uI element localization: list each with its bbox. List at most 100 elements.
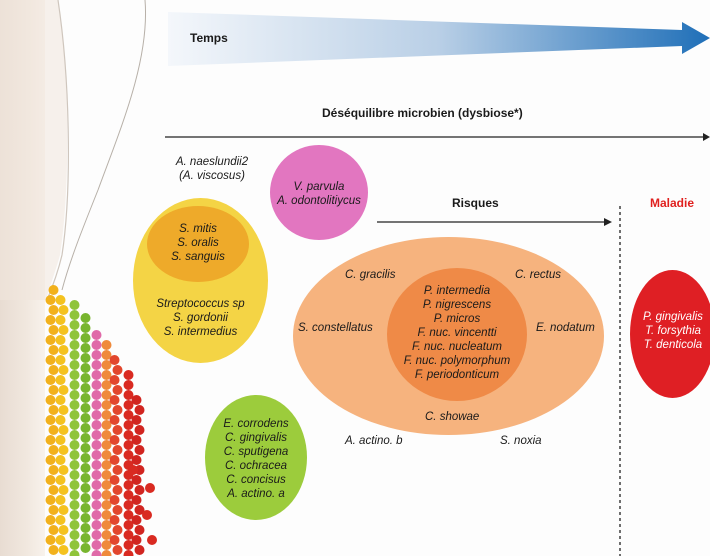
bacterium-sphere <box>91 430 102 440</box>
bacterium-sphere <box>55 415 66 425</box>
species-label: S. gordonii <box>173 312 228 324</box>
bacterium-sphere <box>91 470 102 480</box>
bacterium-sphere <box>45 315 56 325</box>
bacterium-sphere <box>91 520 102 530</box>
bacterium-sphere <box>80 533 91 543</box>
bacterium-sphere <box>101 540 112 550</box>
bacterium-sphere <box>101 420 112 430</box>
bacterium-sphere <box>69 410 80 420</box>
bacterium-sphere <box>58 505 69 515</box>
species-label: C. ochracea <box>224 460 287 472</box>
bacterium-sphere <box>101 340 112 350</box>
species-label: T. forsythia <box>645 325 701 337</box>
bacterium-sphere <box>123 530 134 540</box>
bacterium-sphere <box>91 360 102 370</box>
bacterium-sphere <box>69 310 80 320</box>
species-label: (A. viscosus) <box>179 170 245 182</box>
bacterium-sphere <box>69 380 80 390</box>
bacterium-sphere <box>55 475 66 485</box>
bacterium-sphere <box>123 370 134 380</box>
bacterium-sphere <box>101 450 112 460</box>
bacterium-sphere <box>101 370 112 380</box>
bacterium-sphere <box>69 420 80 430</box>
bacterium-sphere <box>55 355 66 365</box>
bacterium-sphere <box>80 523 91 533</box>
bacterium-sphere <box>131 495 142 505</box>
bacterium-sphere <box>131 455 142 465</box>
species-label: C. sputigena <box>223 446 289 458</box>
bacterium-sphere <box>91 500 102 510</box>
species-label: A. odontolitiycus <box>277 195 361 207</box>
bacterium-sphere <box>101 530 112 540</box>
bacterium-sphere <box>91 550 102 556</box>
bacterium-sphere <box>80 373 91 383</box>
bacterium-sphere <box>91 330 102 340</box>
bacterium-sphere <box>69 520 80 530</box>
bacterium-sphere <box>80 423 91 433</box>
bacterium-sphere <box>101 390 112 400</box>
bacterium-sphere <box>80 353 91 363</box>
bacterium-sphere <box>101 350 112 360</box>
yellow-inner-labels: S. mitis S. oralis S. sanguis <box>147 222 249 264</box>
time-arrow <box>168 12 710 66</box>
bacterium-sphere <box>123 520 134 530</box>
bacterium-sphere <box>123 510 134 520</box>
bacterium-sphere <box>69 430 80 440</box>
species-label: P. intermedia <box>423 285 491 297</box>
tooth-outline <box>0 0 147 301</box>
bacterium-sphere <box>80 453 91 463</box>
bacterium-sphere <box>69 400 80 410</box>
bacterium-sphere <box>123 540 134 550</box>
species-label: C. showae <box>425 411 480 423</box>
disease-label: Maladie <box>650 196 695 210</box>
bacterium-sphere <box>91 380 102 390</box>
bacterium-sphere <box>131 515 142 525</box>
species-label: C. gracilis <box>345 269 396 281</box>
bacterium-sphere <box>80 443 91 453</box>
bacterium-sphere <box>131 535 142 545</box>
yellow-outer-labels: Streptococcus sp S. gordonii S. intermed… <box>133 297 268 339</box>
bacterium-sphere <box>69 530 80 540</box>
bacterium-sphere <box>58 545 69 555</box>
species-label: S. sanguis <box>171 251 225 263</box>
species-label: F. nuc. polymorphum <box>403 355 511 367</box>
bacterium-sphere <box>109 375 120 385</box>
bacterium-sphere <box>55 535 66 545</box>
bacterium-sphere <box>58 485 69 495</box>
red-complex-labels: P. gingivalis T. forsythia T. denticola <box>636 310 710 352</box>
bacterium-sphere <box>55 295 66 305</box>
bacterium-sphere <box>80 543 91 553</box>
bacterium-sphere <box>112 445 123 455</box>
bacterium-sphere <box>112 485 123 495</box>
bacterium-sphere <box>45 375 56 385</box>
bacterium-sphere <box>48 445 59 455</box>
bacterium-sphere <box>48 505 59 515</box>
bacterium-sphere <box>48 405 59 415</box>
bacterium-sphere <box>45 335 56 345</box>
top-left-group: A. naeslundii2 (A. viscosus) <box>162 155 262 183</box>
orange-inner-labels: P. intermedia P. nigrescens P. micros F.… <box>387 284 527 382</box>
bacterium-sphere <box>69 460 80 470</box>
bacterium-sphere <box>101 360 112 370</box>
bacterium-sphere <box>101 410 112 420</box>
bacterium-sphere <box>80 503 91 513</box>
bacterium-sphere <box>55 515 66 525</box>
species-label: V. parvula <box>293 181 345 193</box>
bacterium-sphere <box>142 510 152 520</box>
purple-complex <box>270 145 368 240</box>
bacterium-sphere <box>45 495 56 505</box>
bacterium-sphere <box>69 500 80 510</box>
bacterium-sphere <box>48 425 59 435</box>
bacterium-sphere <box>101 510 112 520</box>
bacterium-sphere <box>109 415 120 425</box>
species-label: S. noxia <box>500 435 542 447</box>
species-label: P. micros <box>433 313 481 325</box>
bacterium-sphere <box>91 450 102 460</box>
bacterium-sphere <box>112 545 123 555</box>
bacterium-sphere <box>112 465 123 475</box>
bacterium-sphere <box>91 460 102 470</box>
bacterium-sphere <box>147 535 157 545</box>
bacterium-sphere <box>48 525 59 535</box>
bacterium-sphere <box>123 380 134 390</box>
bacterium-sphere <box>80 493 91 503</box>
